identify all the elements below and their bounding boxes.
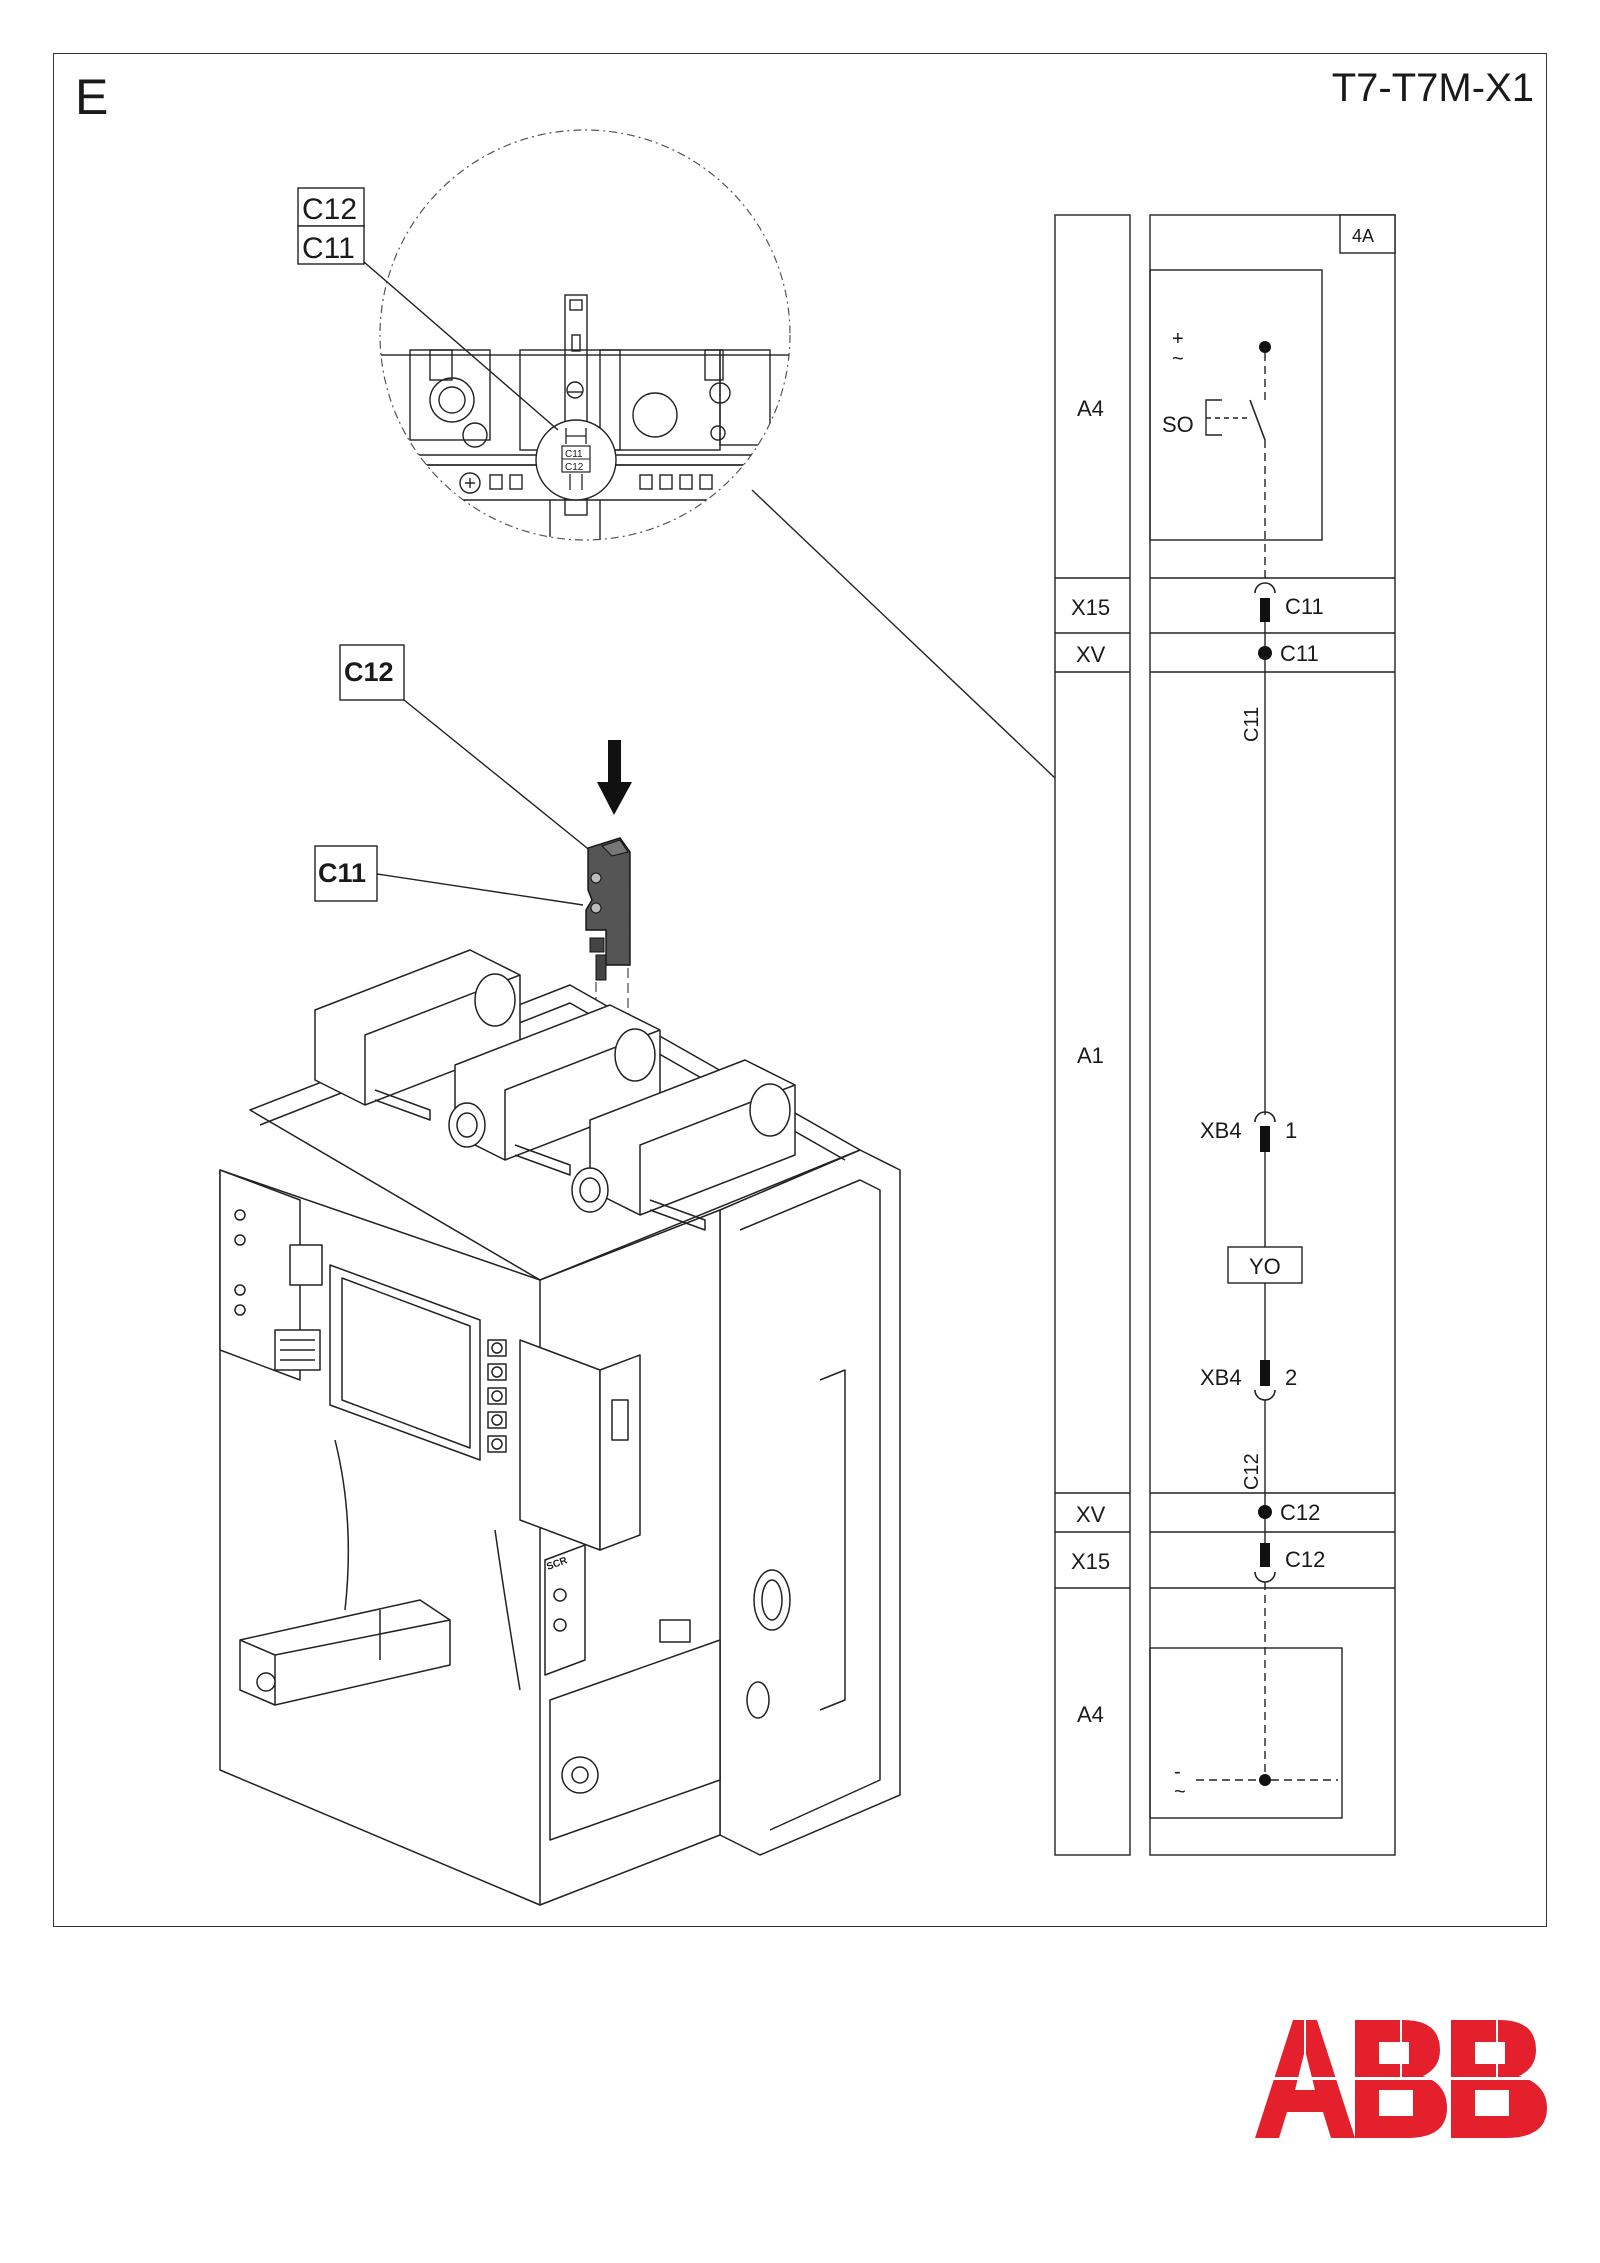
detail-view: C11 C12 <box>379 129 791 541</box>
row-label-a4-top: A4 <box>1077 396 1104 421</box>
terminal-x15-c11: C11 <box>1285 594 1324 619</box>
row-label-xv-top: XV <box>1076 642 1106 667</box>
schematic-label-column <box>1054 214 1131 1856</box>
wire-label-c12: C12 <box>1241 1453 1263 1490</box>
yo-coil <box>1227 1246 1303 1284</box>
connector-label-top: XB4 <box>1200 1118 1242 1143</box>
detail-label-c11: C11 <box>302 232 355 265</box>
connector-label-bottom: XB4 <box>1200 1365 1242 1390</box>
detail-label-box: C12 C11 <box>297 187 365 265</box>
part-callout-c12: C12 <box>344 657 394 687</box>
detail-to-schematic-line <box>751 489 1056 779</box>
detail-label-c12: C12 <box>302 193 357 226</box>
terminal-xv-c11: C11 <box>1280 641 1319 666</box>
so-contact-label: SO <box>1162 412 1194 437</box>
inset-label-c11: C11 <box>565 449 583 460</box>
part-callout-upper: C12 <box>339 644 405 701</box>
detail-leader-line <box>363 261 559 431</box>
terminal-xv-c12: C12 <box>1280 1500 1320 1525</box>
drawing-frame <box>53 53 1547 1927</box>
circuit-breaker-drawing <box>219 949 901 1906</box>
supply-minus-bottom: - <box>1174 1761 1181 1783</box>
inset-label-c12: C12 <box>565 462 584 473</box>
section-letter: E <box>75 69 109 125</box>
supply-ac-top: ~ <box>1172 348 1184 370</box>
coil-label: YO <box>1249 1254 1281 1279</box>
wire-label-c11: C11 <box>1241 707 1263 742</box>
wiring-connector-part <box>585 837 631 981</box>
insertion-arrow-icon <box>597 740 632 815</box>
part-callout-c11: C11 <box>318 858 366 888</box>
row-label-x15-bottom: X15 <box>1071 1549 1110 1574</box>
terminal-x15-c12: C12 <box>1285 1547 1325 1572</box>
row-label-x15-top: X15 <box>1071 595 1110 620</box>
connector-pin-2: 2 <box>1285 1365 1297 1390</box>
row-label-xv-bottom: XV <box>1076 1502 1106 1527</box>
schematic: A4 X15 XV A1 XV X15 A4 4A + ~ SO C11 <box>1054 214 1396 1856</box>
zone-code: 4A <box>1352 226 1374 246</box>
schematic-diagram-column <box>1149 214 1396 1856</box>
part-callout-lower: C11 <box>314 845 378 902</box>
row-label-a1: A1 <box>1077 1043 1104 1068</box>
supply-ac-bottom: ~ <box>1174 1781 1186 1803</box>
connector-pin-1: 1 <box>1285 1118 1297 1143</box>
model-code: T7-T7M-X1 <box>1331 66 1534 110</box>
supply-plus-top: + <box>1172 328 1184 350</box>
abb-logo <box>1255 2020 1547 2138</box>
row-label-a4-bottom: A4 <box>1077 1702 1104 1727</box>
